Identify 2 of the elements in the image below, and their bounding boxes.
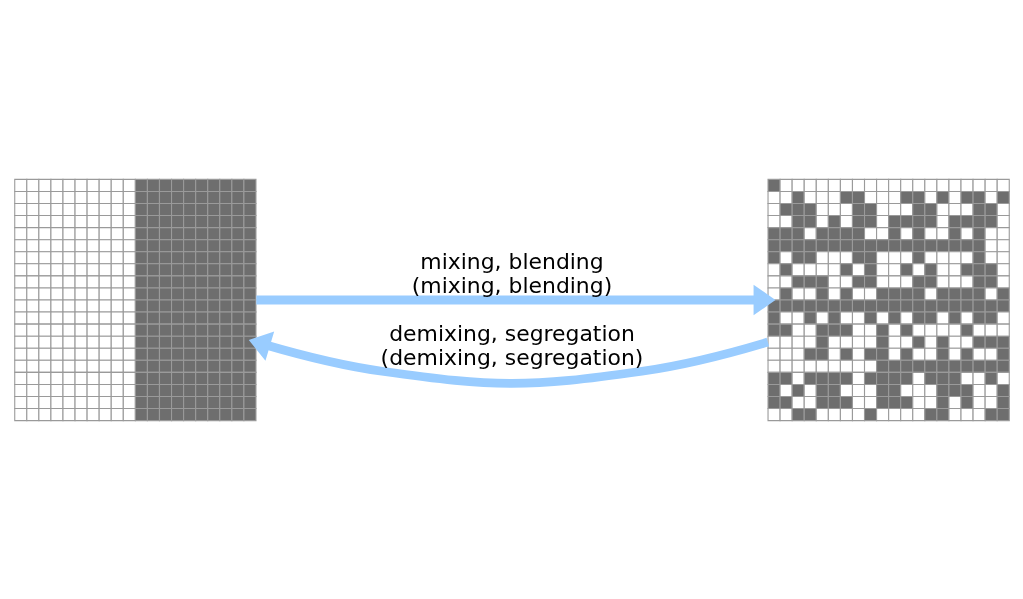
edge-label: demixing, segregation (demixing, segregation) (380, 320, 643, 370)
edge-label: mixing, blending (mixing, blending) (411, 248, 612, 298)
